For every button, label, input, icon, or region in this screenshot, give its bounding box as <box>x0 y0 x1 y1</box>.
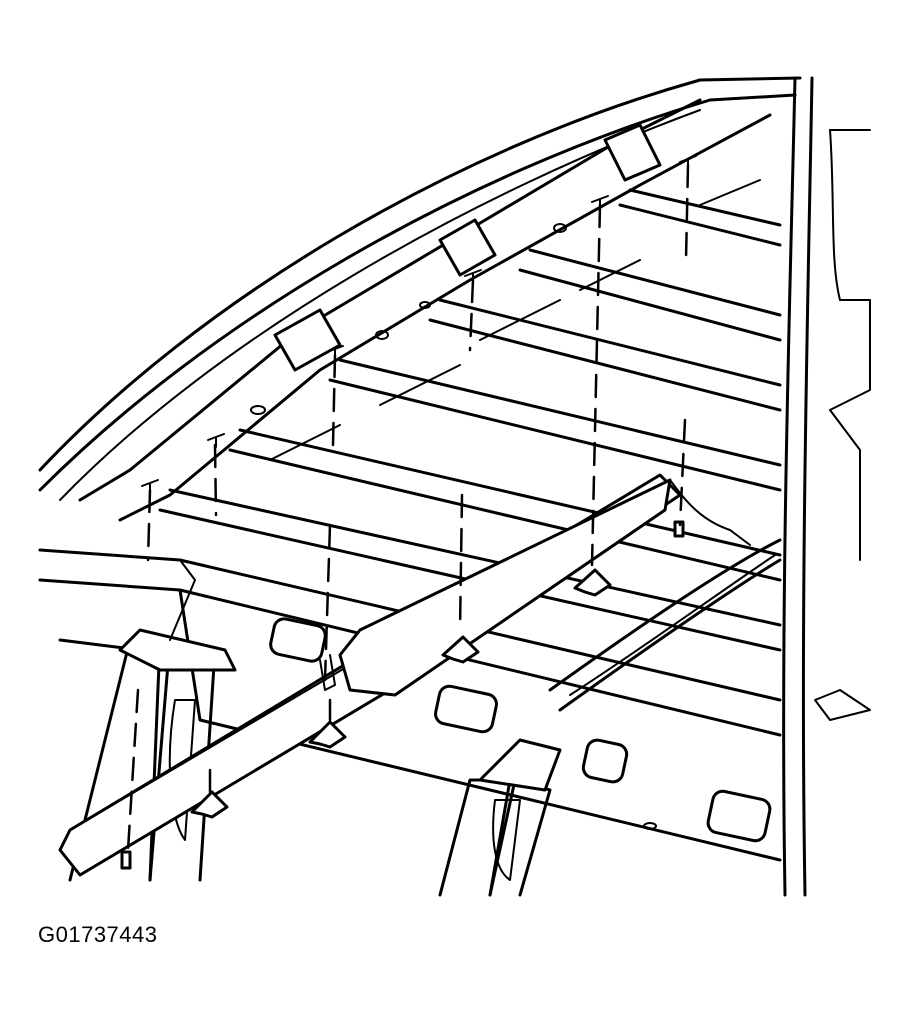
roof-rail-molding-front <box>58 473 751 877</box>
b-pillar-right <box>438 738 562 897</box>
a-pillar <box>782 76 871 897</box>
fastener-leader-lines <box>126 163 690 852</box>
roof-side-rail <box>78 98 772 522</box>
b-pillar-left <box>68 559 237 882</box>
inner-roof-rail <box>548 538 782 712</box>
fastener-pins <box>141 155 697 493</box>
retainer-clips <box>120 520 685 870</box>
roof-outer-edge <box>38 76 802 501</box>
figure-id-label: G01737443 <box>38 922 158 947</box>
